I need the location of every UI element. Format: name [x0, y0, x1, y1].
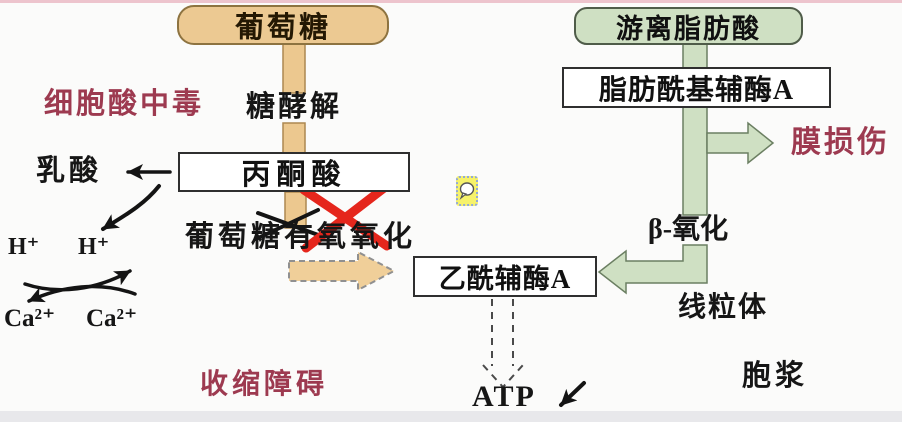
- calcium-left-label: Ca²⁺: [4, 305, 56, 332]
- beta-oxidation-label: β-氧化: [648, 214, 729, 245]
- h-plus-left-label: H⁺: [8, 234, 40, 260]
- acetyl-to-atp-dashed-arrow: [482, 299, 524, 389]
- glycolysis-label: 糖酵解: [246, 91, 343, 123]
- calcium-right-label: Ca²⁺: [86, 305, 138, 332]
- glucose-aerobic-oxidation-label: 葡萄糖有氧氧化: [185, 221, 417, 253]
- h-plus-right-label: H⁺: [78, 234, 110, 260]
- acetyl-coa-box: 乙酰辅酶A: [413, 256, 597, 297]
- cellular-acidosis-label: 细胞酸中毒: [44, 88, 205, 120]
- h-ca-exchange-arrow-bottom: [27, 284, 137, 303]
- lactic-to-hplus-curved-arrow: [101, 184, 161, 231]
- fatty-acyl-coa-box: 脂肪酰基辅酶A: [562, 67, 831, 108]
- speech-bubble-glyph: [459, 182, 475, 200]
- glucose-flow-bar: [282, 43, 307, 229]
- membrane-damage-label: 膜损伤: [791, 126, 890, 159]
- free-fatty-acids-node: 游离脂肪酸: [574, 7, 803, 45]
- cytoplasm-label: 胞浆: [742, 360, 809, 392]
- atp-label: ATP: [472, 380, 536, 413]
- atp-decrease-arrow: [559, 381, 586, 407]
- membrane-damage-branch-arrow: [706, 121, 775, 165]
- pyruvate-box: 丙酮酸: [178, 152, 410, 192]
- h-ca-exchange-arrow-top: [23, 269, 132, 292]
- dashed-tan-arrow-to-acetyl: [288, 250, 397, 292]
- lactic-acid-label: 乳酸: [36, 155, 103, 187]
- bottom-border-band: [0, 411, 902, 422]
- comment-icon[interactable]: [456, 176, 478, 206]
- mitochondria-label: 线粒体: [678, 292, 769, 323]
- glucose-node: 葡萄糖: [177, 5, 389, 45]
- beta-oxidation-to-acetyl-arrow: [597, 244, 708, 295]
- contraction-disorder-label: 收缩障碍: [200, 369, 329, 400]
- top-border-line: [0, 0, 902, 3]
